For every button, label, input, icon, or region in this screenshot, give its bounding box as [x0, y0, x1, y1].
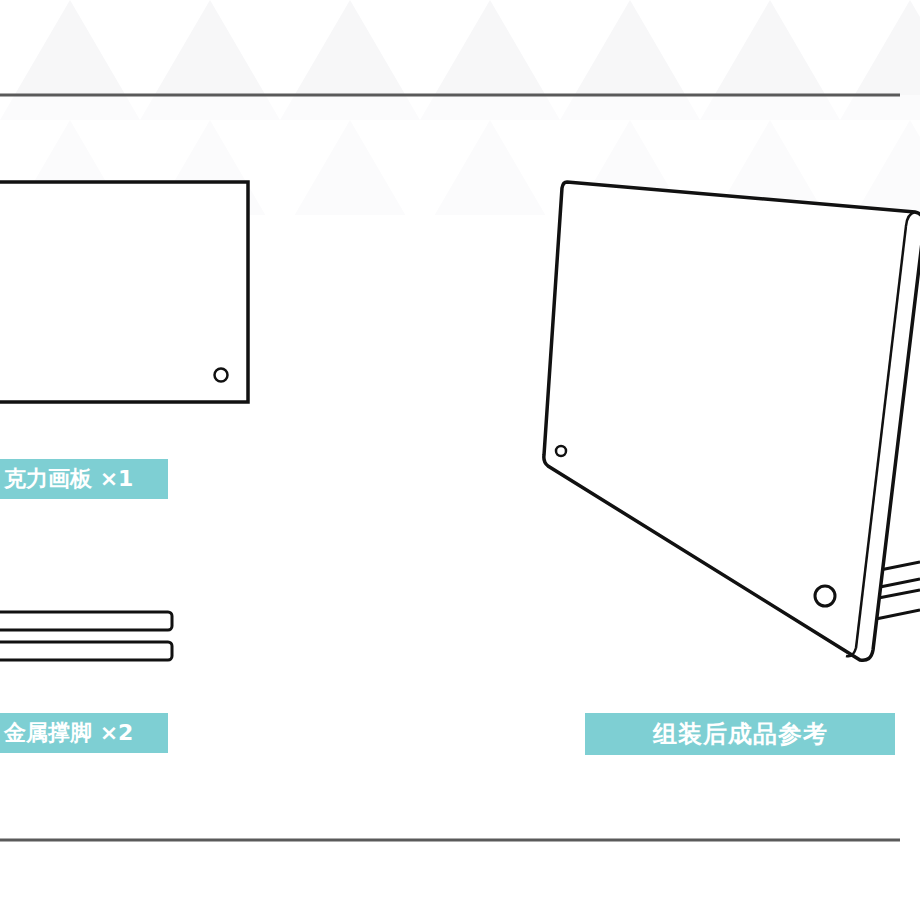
label-band: 克力画板 ×1: [0, 459, 168, 499]
acrylic-board: [0, 182, 248, 402]
part-label: 克力画板 ×1: [4, 468, 133, 490]
metal-leg: [0, 612, 172, 630]
part-label: 组装后成品参考: [653, 722, 828, 746]
metal-leg: [0, 642, 172, 660]
label-band: 金属撑脚 ×2: [0, 713, 168, 753]
assembled-product: [544, 182, 920, 660]
label-band: 组装后成品参考: [585, 713, 895, 755]
divider-line: [0, 839, 900, 842]
part-label: 金属撑脚 ×2: [4, 722, 133, 744]
board-hole: [215, 369, 228, 382]
divider-line: [0, 94, 900, 97]
